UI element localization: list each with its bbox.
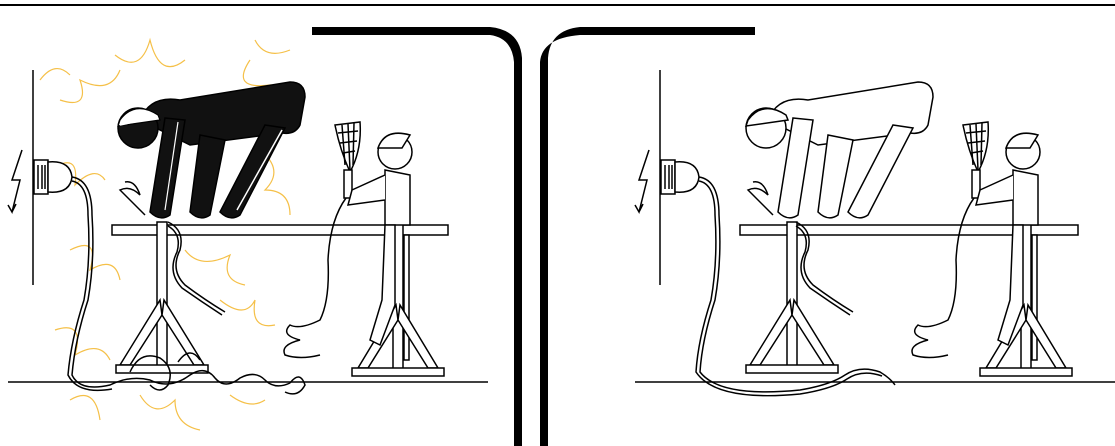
lamp-cable [284, 198, 346, 358]
lightning-icon [635, 150, 649, 212]
worker-shocked [118, 82, 305, 218]
plug-icon [34, 160, 72, 194]
left-trestle [116, 222, 208, 373]
left-panel [8, 40, 488, 430]
plug-icon [661, 160, 699, 194]
center-divider [312, 27, 755, 446]
lightning-icon [8, 150, 22, 212]
worker-safe [746, 82, 933, 218]
right-panel [635, 70, 1115, 396]
right-right-trestle [980, 215, 1072, 376]
lamp-cable-right [912, 198, 974, 358]
right-trestle [352, 215, 444, 376]
